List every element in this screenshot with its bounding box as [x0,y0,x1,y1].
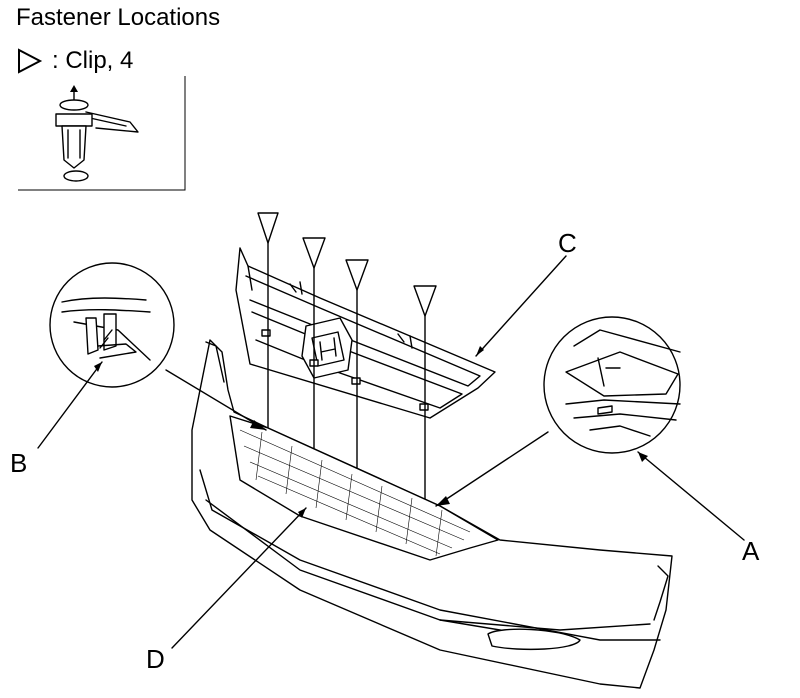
leader-lines [37,255,745,649]
detail-circle-b [49,262,267,431]
callout-c: C [558,228,577,258]
front-grille [235,247,496,419]
emblem [301,317,353,379]
legend-text: : Clip, 4 [52,47,134,74]
triangle-marker-icon [18,48,43,74]
clip-inset [18,76,186,191]
lower-mesh [239,429,471,557]
detail-circle-a [435,316,681,507]
clip-marker-2 [302,237,326,269]
clip-marker-4 [413,285,437,317]
clip-markers [257,212,437,511]
callout-d: D [146,644,165,674]
page-title: Fastener Locations [16,4,221,31]
clip-icon [55,85,139,182]
callout-a: A [742,536,760,566]
clip-marker-3 [345,259,369,291]
callout-b: B [10,448,28,478]
bumper-cover [191,339,673,689]
legend: : Clip, 4 [16,46,133,76]
clip-marker-1 [257,212,279,244]
